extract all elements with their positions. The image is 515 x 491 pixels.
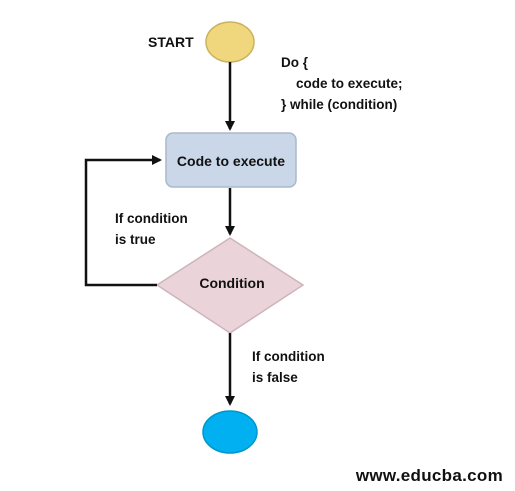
decision-label: Condition xyxy=(199,275,264,291)
true-branch-label: If condition is true xyxy=(115,208,188,250)
code-line: Do { xyxy=(281,55,308,70)
process-label: Code to execute xyxy=(177,153,285,169)
code-snippet: Do { code to execute; } while (condition… xyxy=(281,52,403,115)
false-branch-line: is false xyxy=(252,370,298,385)
start-label: START xyxy=(148,34,194,50)
true-branch-line: is true xyxy=(115,232,156,247)
code-line: code to execute; xyxy=(281,76,403,91)
end-node xyxy=(202,410,258,454)
watermark: www.educba.com xyxy=(355,466,503,485)
false-branch-label: If condition is false xyxy=(252,346,325,388)
start-node xyxy=(205,21,255,63)
false-branch-line: If condition xyxy=(252,349,325,364)
code-line: } while (condition) xyxy=(281,97,398,112)
true-branch-line: If condition xyxy=(115,211,188,226)
arrow-loop-back xyxy=(84,155,162,287)
process-node xyxy=(165,132,297,188)
